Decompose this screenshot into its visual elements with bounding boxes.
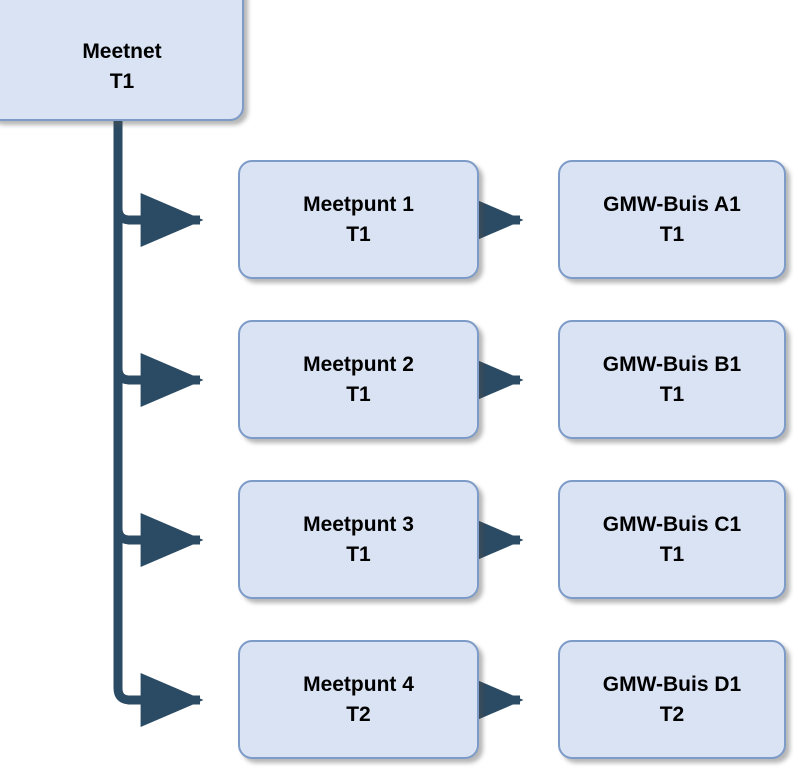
connector-root-to-meetpunt-1 — [113, 193, 204, 247]
node-meetpunt-1[interactable]: Meetpunt 1 T1 — [238, 160, 479, 279]
node-gmw-buis-c1[interactable]: GMW-Buis C1 T1 — [558, 480, 786, 599]
node-title: Meetnet — [82, 40, 162, 63]
node-subtitle: T1 — [659, 222, 685, 246]
node-meetpunt-3[interactable]: Meetpunt 3 T1 — [238, 480, 479, 599]
connector-root-to-meetpunt-2 — [113, 353, 204, 407]
node-subtitle: T2 — [346, 702, 371, 726]
node-title: GMW-Buis A1 — [603, 192, 741, 216]
node-gmw-buis-d1[interactable]: GMW-Buis D1 T2 — [558, 640, 786, 759]
node-subtitle: T1 — [109, 70, 135, 93]
node-subtitle: T1 — [346, 542, 371, 566]
node-title: GMW-Buis D1 — [602, 672, 742, 696]
node-title: GMW-Buis C1 — [602, 512, 742, 536]
node-meetpunt-2[interactable]: Meetpunt 2 T1 — [238, 320, 479, 439]
node-subtitle: T1 — [659, 542, 685, 566]
node-subtitle: T1 — [346, 382, 371, 406]
node-gmw-buis-a1[interactable]: GMW-Buis A1 T1 — [558, 160, 786, 279]
node-title: Meetpunt 1 — [303, 192, 414, 216]
node-subtitle: T1 — [659, 382, 685, 406]
node-title: Meetpunt 4 — [303, 672, 414, 696]
node-meetpunt-4[interactable]: Meetpunt 4 T2 — [238, 640, 479, 759]
connector-root-to-meetpunt-3 — [113, 513, 204, 567]
node-subtitle: T1 — [346, 222, 371, 246]
node-title: GMW-Buis B1 — [602, 352, 742, 376]
node-title: Meetpunt 3 — [303, 512, 414, 536]
node-title: Meetpunt 2 — [303, 352, 414, 376]
node-meetnet[interactable]: Meetnet T1 — [0, 0, 244, 121]
node-subtitle: T2 — [659, 702, 685, 726]
node-gmw-buis-b1[interactable]: GMW-Buis B1 T1 — [558, 320, 786, 439]
connector-trunk — [113, 120, 204, 727]
